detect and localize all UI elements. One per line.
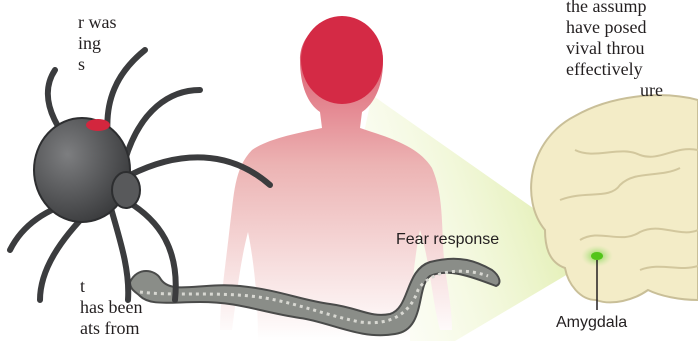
right-text-line: effectively (566, 59, 643, 80)
amygdala-label: Amygdala (556, 314, 627, 332)
right-text-line: ure (640, 80, 663, 101)
left-text-line: t (80, 276, 85, 297)
spider-red-mark (86, 119, 110, 131)
fear-response-label: Fear response (396, 231, 499, 249)
left-text-line: ing (78, 33, 101, 54)
right-text-line: the assump (566, 0, 647, 17)
amygdala-dot (591, 252, 603, 260)
right-text-line: vival throu (566, 38, 645, 59)
left-text-line: ats from (80, 318, 139, 339)
right-text-line: have posed (566, 17, 646, 38)
left-text-line: r was (78, 12, 117, 33)
left-text-line: s (78, 54, 85, 75)
left-text-line: has been (80, 297, 142, 318)
